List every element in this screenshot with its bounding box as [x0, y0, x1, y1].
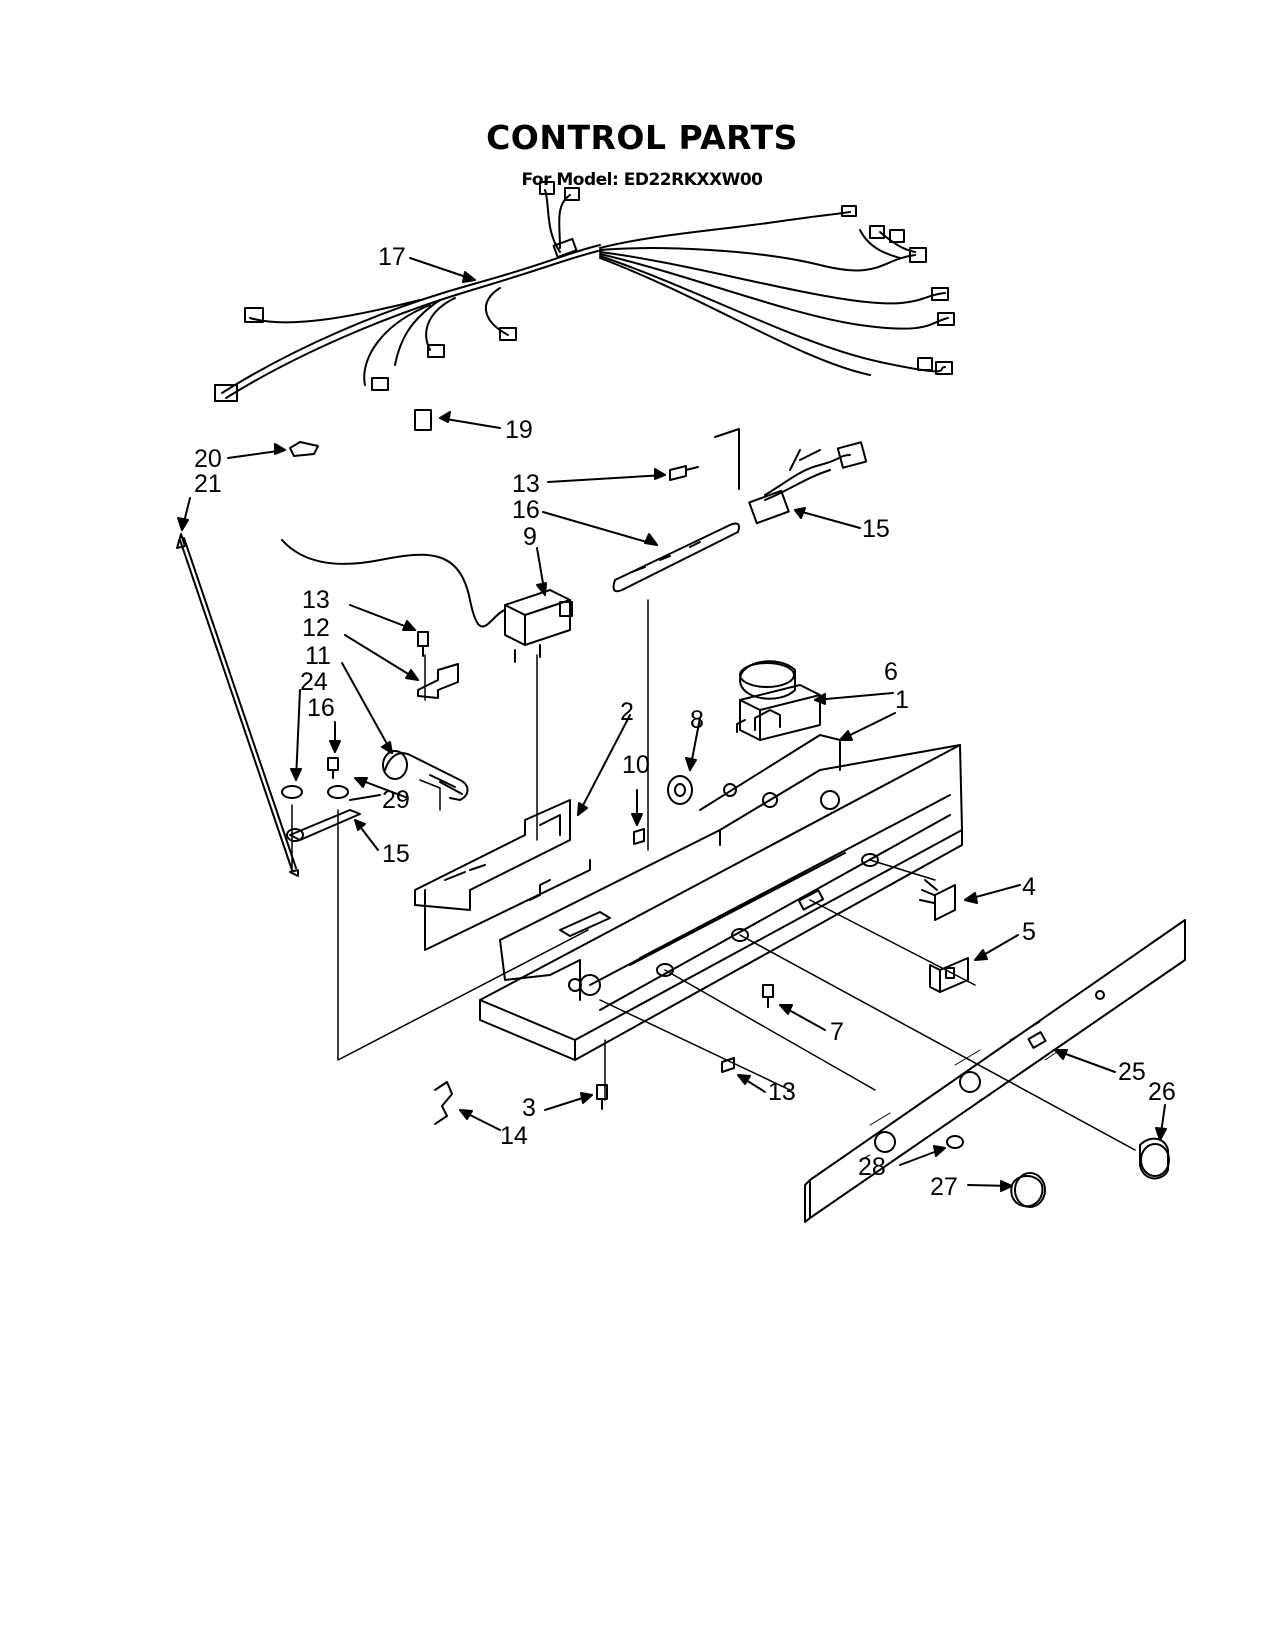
part-29-washer — [327, 785, 381, 801]
callout-22: 20 — [194, 445, 222, 473]
panel-leader-lines — [599, 859, 1136, 1151]
part-26-knob — [1139, 1137, 1170, 1180]
part-13-screw-left — [417, 631, 429, 657]
wire-harness — [214, 181, 955, 402]
callout-25: 25 — [1118, 1058, 1146, 1086]
callout-8: 8 — [690, 706, 704, 734]
callout-13-c: 13 — [768, 1078, 796, 1106]
part-2-bracket — [414, 799, 591, 951]
callout-labels: 17 19 20 21 13 16 9 15 13 12 11 24 16 29… — [194, 243, 1176, 1201]
part-5-switch — [929, 957, 969, 993]
part-9-wire — [281, 539, 506, 628]
part-4-light-socket — [919, 879, 956, 921]
part-28-washer — [946, 1135, 964, 1149]
callout-17: 15 — [862, 515, 890, 543]
callout-28: 28 — [858, 1153, 886, 1181]
part-3-screw — [596, 1084, 608, 1110]
part-11-switch — [382, 750, 469, 801]
screw-13-top — [669, 465, 699, 481]
callout-13-a: 13 — [512, 470, 540, 498]
page-title: CONTROL PARTS — [486, 118, 798, 157]
part-19-heater-bar — [612, 522, 740, 593]
part-17-thermistor — [748, 441, 868, 525]
callout-11: 11 — [305, 642, 331, 670]
part-7-screw — [762, 984, 774, 1008]
callout-6: 6 — [884, 658, 898, 686]
callout-15: 15 — [382, 840, 410, 868]
callout-13-b: 13 — [302, 586, 330, 614]
callout-arrows — [177, 257, 1167, 1192]
callout-27: 27 — [930, 1173, 958, 1201]
part-12-bracket — [417, 663, 459, 699]
part-16-screw — [327, 757, 339, 779]
callout-16: 16 — [307, 694, 335, 722]
part-24-washer — [281, 785, 303, 799]
callout-12: 12 — [302, 614, 330, 642]
callout-10: 10 — [622, 751, 650, 779]
callout-2: 2 — [620, 698, 634, 726]
part-13-screw-lower — [721, 1057, 735, 1073]
callout-29: 29 — [382, 786, 410, 814]
callout-20: 17 — [378, 243, 406, 271]
callout-23: 21 — [194, 470, 222, 498]
part-9-defrost-control — [504, 589, 573, 663]
part-10-screw — [633, 828, 645, 845]
part-8-grommet — [667, 775, 693, 805]
callout-21: 19 — [505, 416, 533, 444]
callout-1: 1 — [895, 686, 909, 714]
part-1-control-housing — [479, 709, 963, 1061]
callout-24: 24 — [300, 668, 328, 696]
callout-5: 5 — [1022, 918, 1036, 946]
part-25-control-panel — [804, 919, 1186, 1223]
callout-4: 4 — [1022, 873, 1036, 901]
part-27-knob — [1010, 1172, 1046, 1208]
part-23-rod — [176, 533, 299, 877]
part-6-defrost-timer — [736, 660, 821, 741]
callout-9: 9 — [523, 523, 537, 551]
model-subtitle: For Model: ED22RKXXW00 — [521, 170, 763, 190]
part-22-clip — [289, 441, 319, 457]
part-14-clip — [434, 1081, 453, 1125]
part-15-linkage — [286, 809, 361, 842]
part-21-clip — [414, 409, 432, 431]
callout-14: 14 — [500, 1122, 528, 1150]
callout-26: 26 — [1148, 1078, 1176, 1106]
callout-7: 7 — [830, 1018, 844, 1046]
callout-3: 3 — [522, 1094, 536, 1122]
callout-19: 16 — [512, 496, 540, 524]
